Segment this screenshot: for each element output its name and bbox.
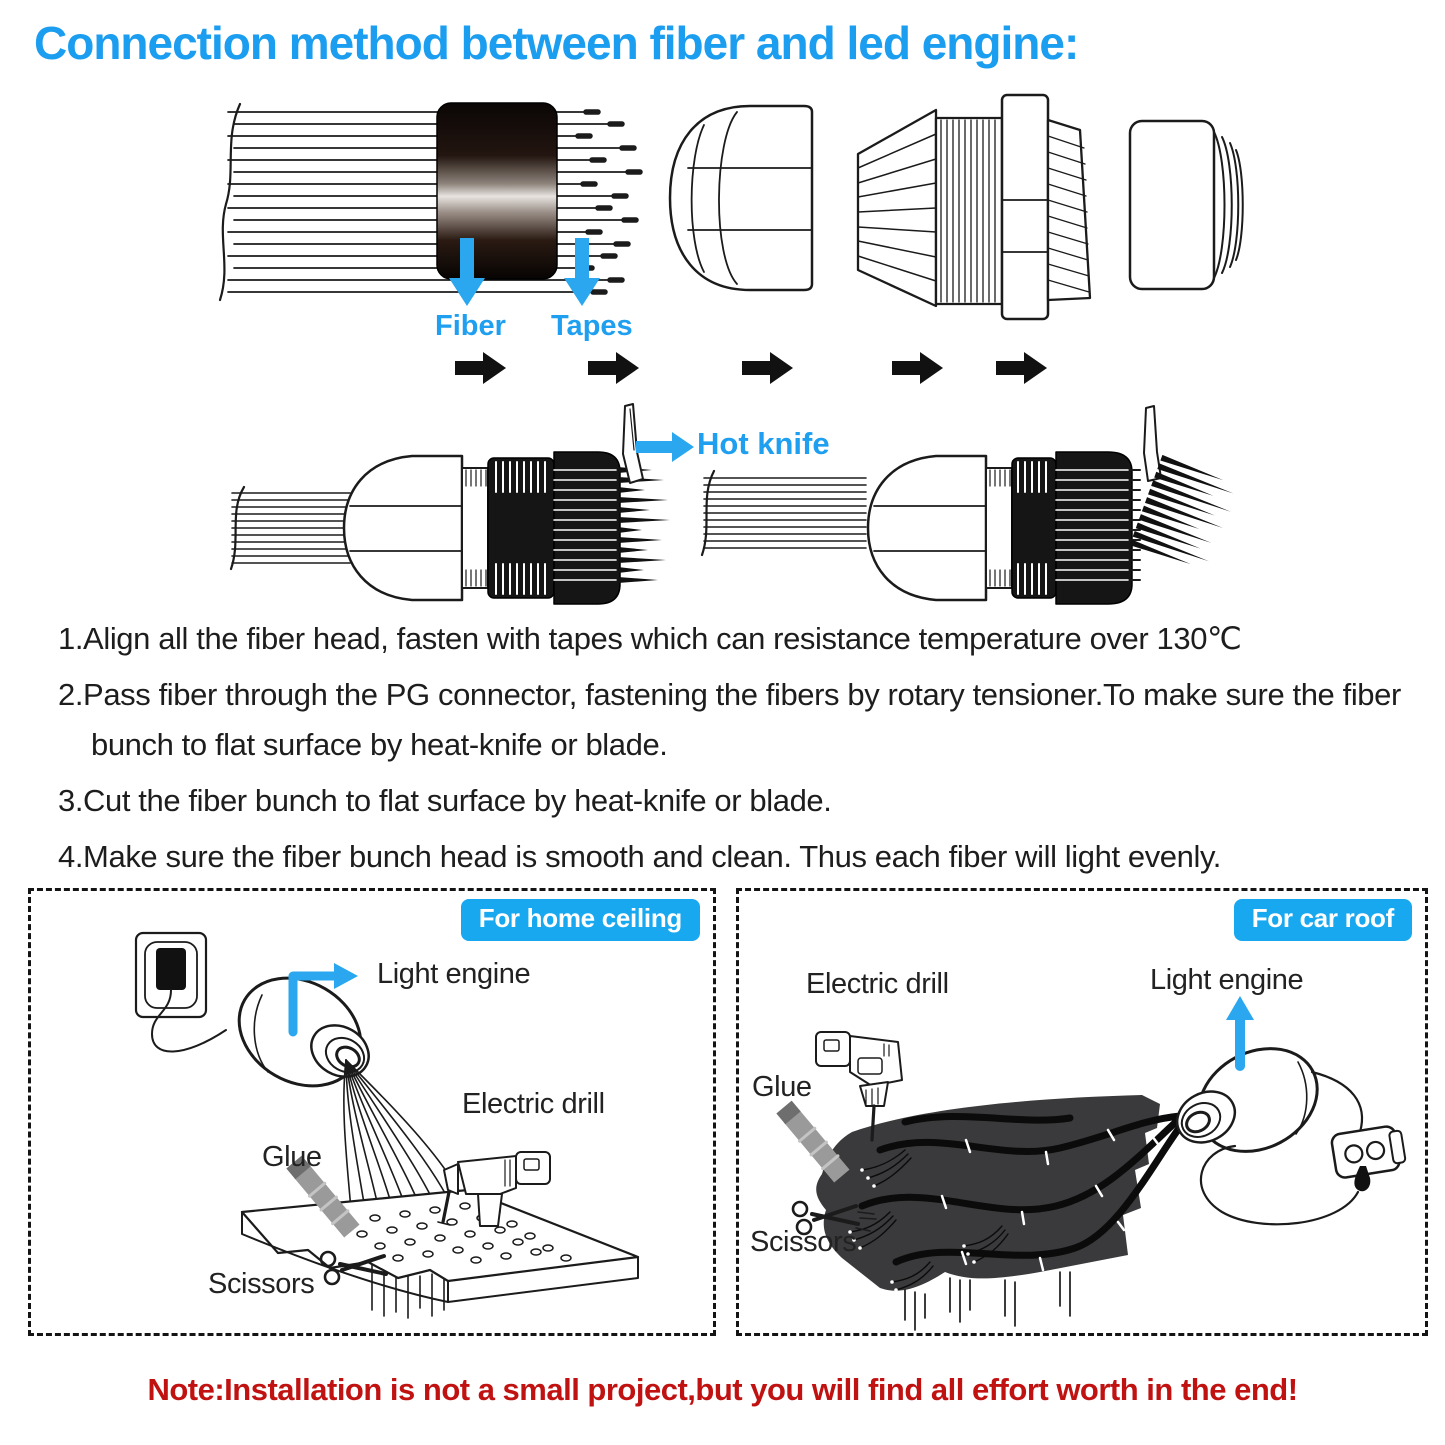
step-2: 2.Pass fiber through the PG connector, f… — [58, 677, 1401, 762]
installation-note: Note:Installation is not a small project… — [147, 1372, 1298, 1407]
connector-assembly-uncut — [229, 451, 670, 605]
gland-body — [856, 93, 1092, 321]
car-scissors-label: Scissors — [750, 1226, 857, 1258]
step-4: 4.Make sure the fiber bunch head is smoo… — [58, 839, 1221, 874]
hot-knife-blade — [622, 403, 644, 484]
car-light-engine-label: Light engine — [1150, 964, 1304, 996]
protruding-fibers — [618, 467, 670, 583]
page-title: Connection method between fiber and led … — [34, 17, 1079, 69]
home-ceiling-badge: For home ceiling — [460, 899, 700, 941]
step-1: 1.Align all the fiber head, fasten with … — [58, 621, 1242, 656]
tapes-label: Tapes — [551, 310, 633, 342]
taped-fiber-bundle — [218, 102, 643, 302]
home-glue-label: Glue — [262, 1141, 322, 1173]
home-ceiling-panel: For home ceiling — [28, 888, 716, 1336]
fiber-tapes-pointer-arrows — [449, 238, 600, 306]
fiber-label: Fiber — [435, 310, 506, 342]
home-electric-drill-label: Electric drill — [462, 1088, 605, 1120]
home-light-engine-label: Light engine — [377, 958, 531, 990]
seal-ring — [1128, 119, 1244, 291]
instruction-steps: 1.Align all the fiber head, fasten with … — [58, 614, 1433, 888]
gland-cap-nut — [668, 104, 814, 292]
cut-fiber-bundle — [1129, 454, 1234, 565]
car-roof-panel: For car roof — [736, 888, 1428, 1336]
car-glue-label: Glue — [752, 1071, 812, 1103]
home-scissors-label: Scissors — [208, 1268, 315, 1300]
car-electric-drill-label: Electric drill — [806, 968, 949, 1000]
hot-knife-label: Hot knife — [697, 426, 830, 461]
hot-knife-pointer — [622, 403, 694, 484]
hot-knife-blade-2 — [1143, 405, 1162, 482]
flow-arrows — [455, 352, 1047, 384]
car-roof-badge: For car roof — [1233, 899, 1412, 941]
tape-band — [436, 102, 558, 280]
step-3: 3.Cut the fiber bunch to flat surface by… — [58, 783, 832, 818]
